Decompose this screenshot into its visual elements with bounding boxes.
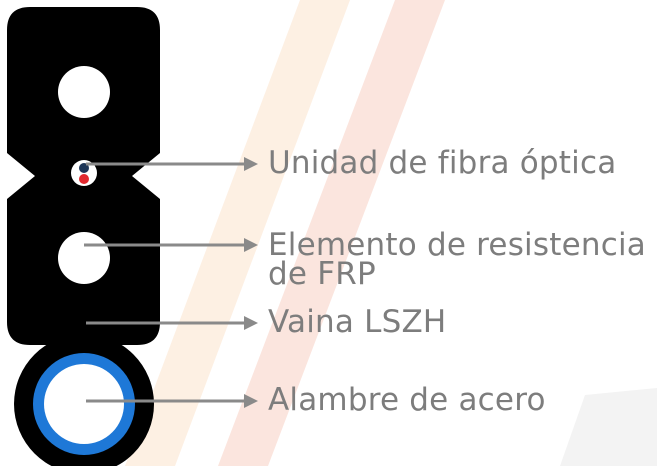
frp-strength-member-top <box>58 66 110 118</box>
leader-strength-member <box>84 238 258 252</box>
watermark-block-grey <box>560 388 657 466</box>
leader-sheath <box>86 316 258 330</box>
background-watermark <box>125 0 657 466</box>
label-sheath: Vaina LSZH <box>268 304 447 340</box>
frp-strength-member-bottom <box>58 232 110 284</box>
label-strength-member: Elemento de resistencia <box>268 227 646 263</box>
label-fiber-unit: Unidad de fibra óptica <box>268 145 617 181</box>
leader-steel-wire <box>86 394 258 408</box>
leader-lines <box>84 157 258 408</box>
watermark-stroke-orange <box>125 0 350 466</box>
watermark-stroke-red <box>218 0 445 466</box>
leader-fiber-unit <box>86 157 258 171</box>
steel-wire-core <box>44 364 124 444</box>
fiber-core-red <box>79 174 89 184</box>
label-strength-member-continued: de FRP <box>268 256 376 292</box>
label-steel-wire: Alambre de acero <box>268 382 546 418</box>
